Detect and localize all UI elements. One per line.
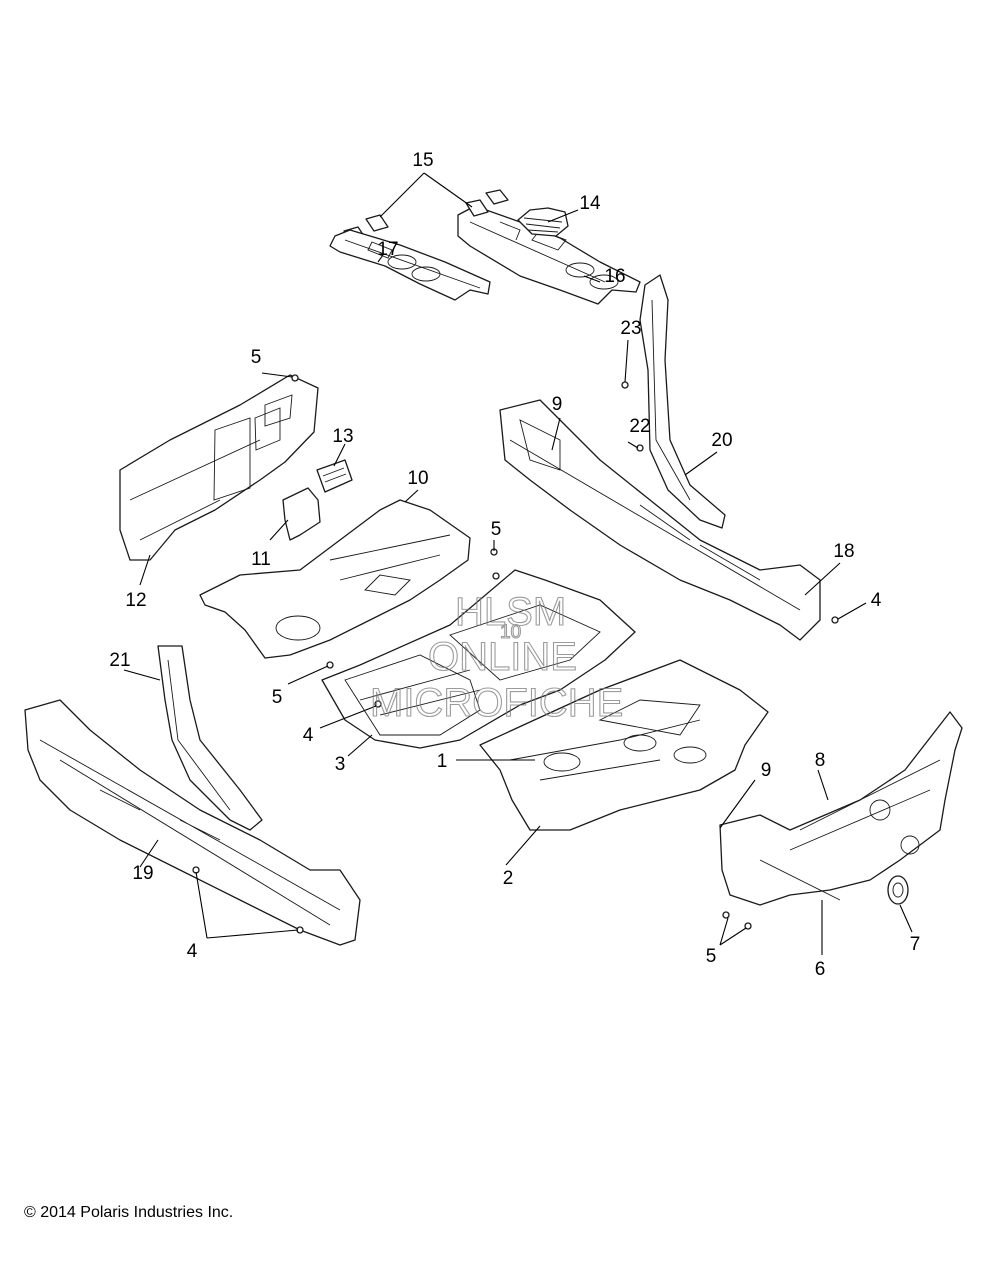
callout-2: 2	[503, 868, 514, 889]
callout-21: 21	[109, 650, 130, 671]
callout-7: 7	[910, 934, 921, 955]
callout-11: 11	[251, 549, 271, 570]
callout-13: 13	[332, 426, 353, 447]
part-17-console	[329, 229, 491, 301]
callout-5-left: 5	[272, 687, 283, 708]
callout-23: 23	[620, 318, 641, 339]
callout-19: 19	[132, 863, 153, 884]
watermark-line-1: HLSM	[455, 590, 566, 634]
part-19-left-rocker	[24, 699, 361, 946]
callout-6: 6	[815, 959, 826, 980]
part-20-right-pillar	[639, 274, 726, 529]
callout-14: 14	[579, 193, 601, 214]
callout-5-top: 5	[251, 347, 262, 368]
part-2-rear-floor	[479, 659, 769, 831]
leader-lines	[123, 172, 913, 955]
callout-labels: 15 14 17 16 23 5 9 22 13 20 10 5 11 18 4…	[109, 150, 920, 980]
callout-17: 17	[377, 239, 398, 260]
part-14-boot	[517, 207, 569, 237]
callout-22: 22	[629, 416, 650, 437]
callout-4-right: 4	[871, 590, 882, 611]
callout-20: 20	[711, 430, 732, 451]
part-7-grommet	[887, 875, 909, 905]
watermark-line-4: MICROFICHE	[370, 681, 623, 725]
callout-4-left: 4	[303, 725, 314, 746]
callout-10: 10	[407, 468, 428, 489]
callout-5-mid: 5	[491, 519, 502, 540]
callout-1: 1	[437, 751, 448, 772]
callout-9-bottom: 9	[761, 760, 772, 781]
callout-9-top: 9	[552, 394, 563, 415]
callout-4-bottom: 4	[187, 941, 198, 962]
callout-18: 18	[833, 541, 854, 562]
part-21-left-pillar	[157, 645, 263, 831]
callout-12: 12	[125, 590, 146, 611]
watermark-line-3: ONLINE	[428, 635, 577, 679]
callout-15: 15	[412, 150, 433, 171]
copyright-notice: © 2014 Polaris Industries Inc.	[24, 1204, 234, 1221]
callout-5-bottom: 5	[706, 946, 717, 967]
part-3-front-floor	[321, 569, 636, 749]
watermark: HLSM 10 ONLINE MICROFICHE	[369, 589, 623, 725]
fasteners	[192, 374, 839, 934]
watermark-line-2: 10	[500, 622, 521, 643]
part-10-console-base	[199, 499, 471, 659]
part-11-lid	[282, 487, 321, 541]
part-12-dash-panel	[119, 374, 319, 561]
callout-8: 8	[815, 750, 826, 771]
part-6-firewall	[719, 711, 963, 906]
callout-3: 3	[335, 754, 346, 775]
callout-16: 16	[604, 266, 625, 287]
part-18-right-rocker	[499, 399, 821, 641]
